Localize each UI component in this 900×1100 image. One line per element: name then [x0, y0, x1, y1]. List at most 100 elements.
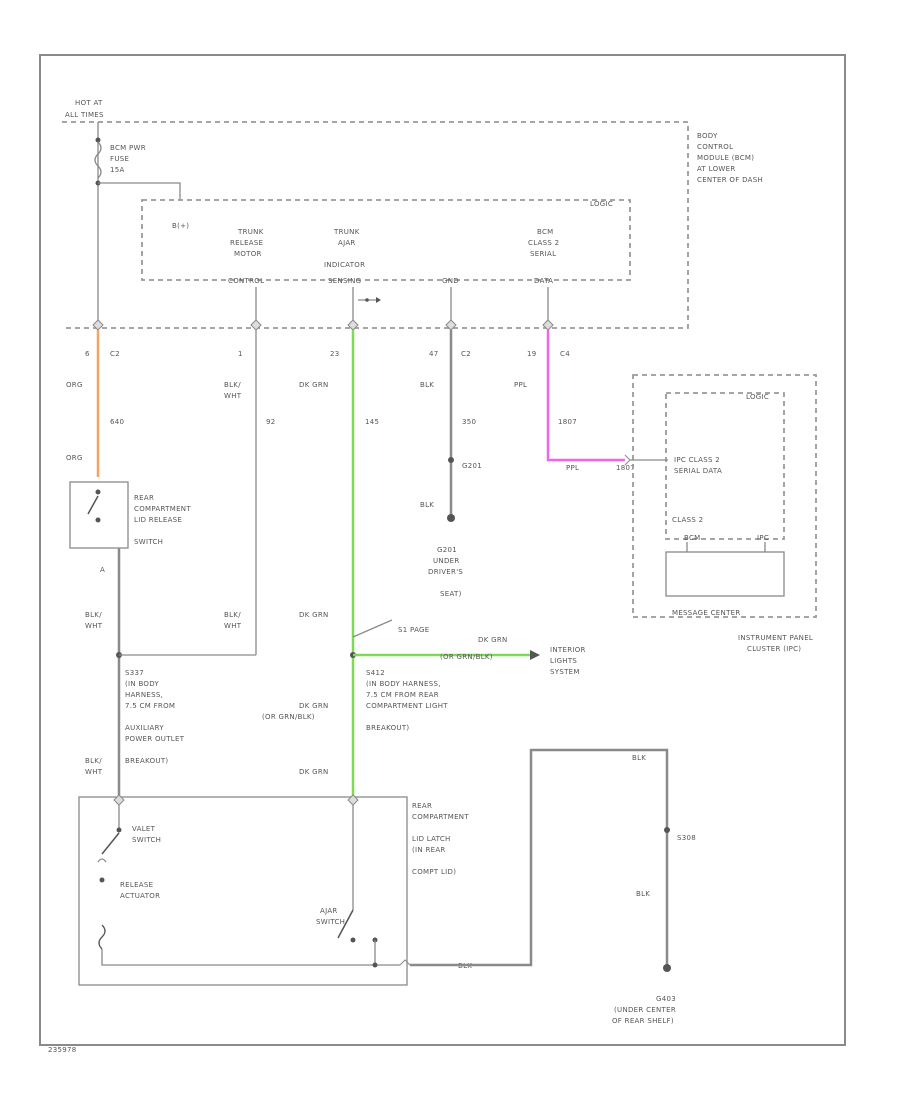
- blk-wht-2b: WHT: [85, 768, 103, 776]
- bcm-logic-box: [141, 199, 631, 281]
- pin-marker-5: [542, 319, 554, 331]
- ipc-logic: LOGIC: [746, 393, 769, 401]
- interior-label-0: INTERIOR: [550, 646, 586, 654]
- valet-actuator-link: [97, 858, 107, 863]
- bcm-title-3: AT LOWER: [697, 165, 736, 173]
- switch1-pin: A: [100, 566, 105, 574]
- g201-line3: SEAT): [440, 590, 462, 598]
- lead-col2-dot: [365, 298, 369, 302]
- message-center-display: [665, 551, 785, 597]
- valet-switch-blade: [101, 832, 120, 855]
- splice1-line1: (IN BODY: [125, 680, 160, 688]
- blk-wht-3b: WHT: [224, 392, 242, 400]
- ipc-pin-num: 1807: [616, 464, 635, 472]
- switch1-line2: LID RELEASE: [134, 516, 182, 524]
- pin-5-conn: C4: [560, 350, 570, 358]
- fuse-name: BCM PWR: [110, 144, 146, 152]
- g201-line0: G201: [437, 546, 457, 554]
- ajar-1: SWITCH: [316, 918, 345, 926]
- pin-marker-4: [445, 319, 457, 331]
- ajar-switch-blade: [337, 909, 354, 939]
- bcm-gnd-label: GND: [442, 277, 459, 285]
- fuse-amp: 15A: [110, 166, 125, 174]
- release-0: RELEASE: [120, 881, 153, 889]
- splice2-line0: S412: [366, 669, 385, 677]
- pin-marker-2: [250, 319, 262, 331]
- org-label-top: ORG: [66, 381, 83, 389]
- circuit-350: 350: [462, 418, 476, 426]
- switch1-line0: REAR: [134, 494, 154, 502]
- fuse-word: FUSE: [110, 155, 129, 163]
- splice1-line6: BREAKOUT): [125, 757, 168, 765]
- interior-wire-alt: (OR GRN/BLK): [440, 653, 493, 661]
- bcm-col4-1: CLASS 2: [528, 239, 559, 247]
- fuse-terminal-top: [95, 137, 101, 143]
- latch-title-4: COMPT LID): [412, 868, 456, 876]
- diagram-border: [39, 54, 846, 1046]
- splice1-line4: AUXILIARY: [125, 724, 164, 732]
- blk-wht-4b: WHT: [224, 622, 242, 630]
- valet-1: SWITCH: [132, 836, 161, 844]
- blk-wht-2a: BLK/: [85, 757, 102, 765]
- bcm-title-1: CONTROL: [697, 143, 733, 151]
- ipc-data-0: IPC CLASS 2: [674, 456, 720, 464]
- lid-release-switch-box: [69, 481, 129, 549]
- bcm-title-4: CENTER OF DASH: [697, 176, 763, 184]
- latch-box: [78, 796, 408, 986]
- all-times-label: ALL TIMES: [65, 111, 104, 119]
- g201-line1: UNDER: [433, 557, 460, 565]
- release-1: ACTUATOR: [120, 892, 160, 900]
- rg-0: G403: [656, 995, 676, 1003]
- ipc-class2: CLASS 2: [672, 516, 703, 524]
- bcm-title-2: MODULE (BCM): [697, 154, 754, 162]
- ipc-other: IPC: [757, 534, 769, 542]
- blk-wht-3a: BLK/: [224, 381, 241, 389]
- splice2-wire-1: (OR GRN/BLK): [262, 713, 315, 721]
- pin-5-num: 19: [527, 350, 537, 358]
- s1-page-tee: [352, 619, 393, 638]
- bcm-col4-3: DATA: [534, 277, 553, 285]
- g201-line2: DRIVER'S: [428, 568, 463, 576]
- rg-blk-top: BLK: [632, 754, 646, 762]
- splice2-line4: BREAKOUT): [366, 724, 409, 732]
- blk-label-1: BLK: [420, 381, 434, 389]
- rg-1: (UNDER CENTER: [614, 1006, 676, 1014]
- splice2-line2: 7.5 CM FROM REAR: [366, 691, 439, 699]
- rg-blk-bot: BLK: [636, 890, 650, 898]
- pin-4-conn: C2: [461, 350, 471, 358]
- pin-2-num: 1: [238, 350, 243, 358]
- hot-at-label: HOT AT: [75, 99, 103, 107]
- bcm-col2-1: AJAR: [338, 239, 356, 247]
- blk-wht-1b: WHT: [85, 622, 103, 630]
- ajar-0: AJAR: [320, 907, 338, 915]
- s201-label: G201: [462, 462, 482, 470]
- bcm-col4-2: SERIAL: [530, 250, 556, 258]
- blk-label-2: BLK: [420, 501, 434, 509]
- interior-wire: DK GRN: [478, 636, 508, 644]
- ground-g403: [663, 964, 671, 972]
- splice-s308: [664, 827, 670, 833]
- org-label-bottom: ORG: [66, 454, 83, 462]
- splice2-line1: (IN BODY HARNESS,: [366, 680, 441, 688]
- pin-4-num: 47: [429, 350, 439, 358]
- interior-label-1: LIGHTS: [550, 657, 577, 665]
- pin-1-num: 6: [85, 350, 90, 358]
- lid-release-switch-dot-top: [95, 489, 101, 495]
- splice1-line2: HARNESS,: [125, 691, 163, 699]
- bcm-title-0: BODY: [697, 132, 718, 140]
- dk-grn-1: DK GRN: [299, 381, 329, 389]
- bcm-col1-3: CONTROL: [228, 277, 264, 285]
- splice1-line5: POWER OUTLET: [125, 735, 185, 743]
- bcm-col1-1: RELEASE: [230, 239, 263, 247]
- circuit-640: 640: [110, 418, 124, 426]
- bcm-boundary: [62, 121, 689, 329]
- splice1-line3: 7.5 CM FROM: [125, 702, 175, 710]
- ipc-data-1: SERIAL DATA: [674, 467, 722, 475]
- bcm-col2-3: SENSING: [328, 277, 361, 285]
- ipc-logic-box: [665, 392, 785, 540]
- interior-label-2: SYSTEM: [550, 668, 580, 676]
- valet-switch-dot: [116, 827, 122, 833]
- bcm-col4-0: BCM: [537, 228, 554, 236]
- ipc-title-1: CLUSTER (IPC): [747, 645, 801, 653]
